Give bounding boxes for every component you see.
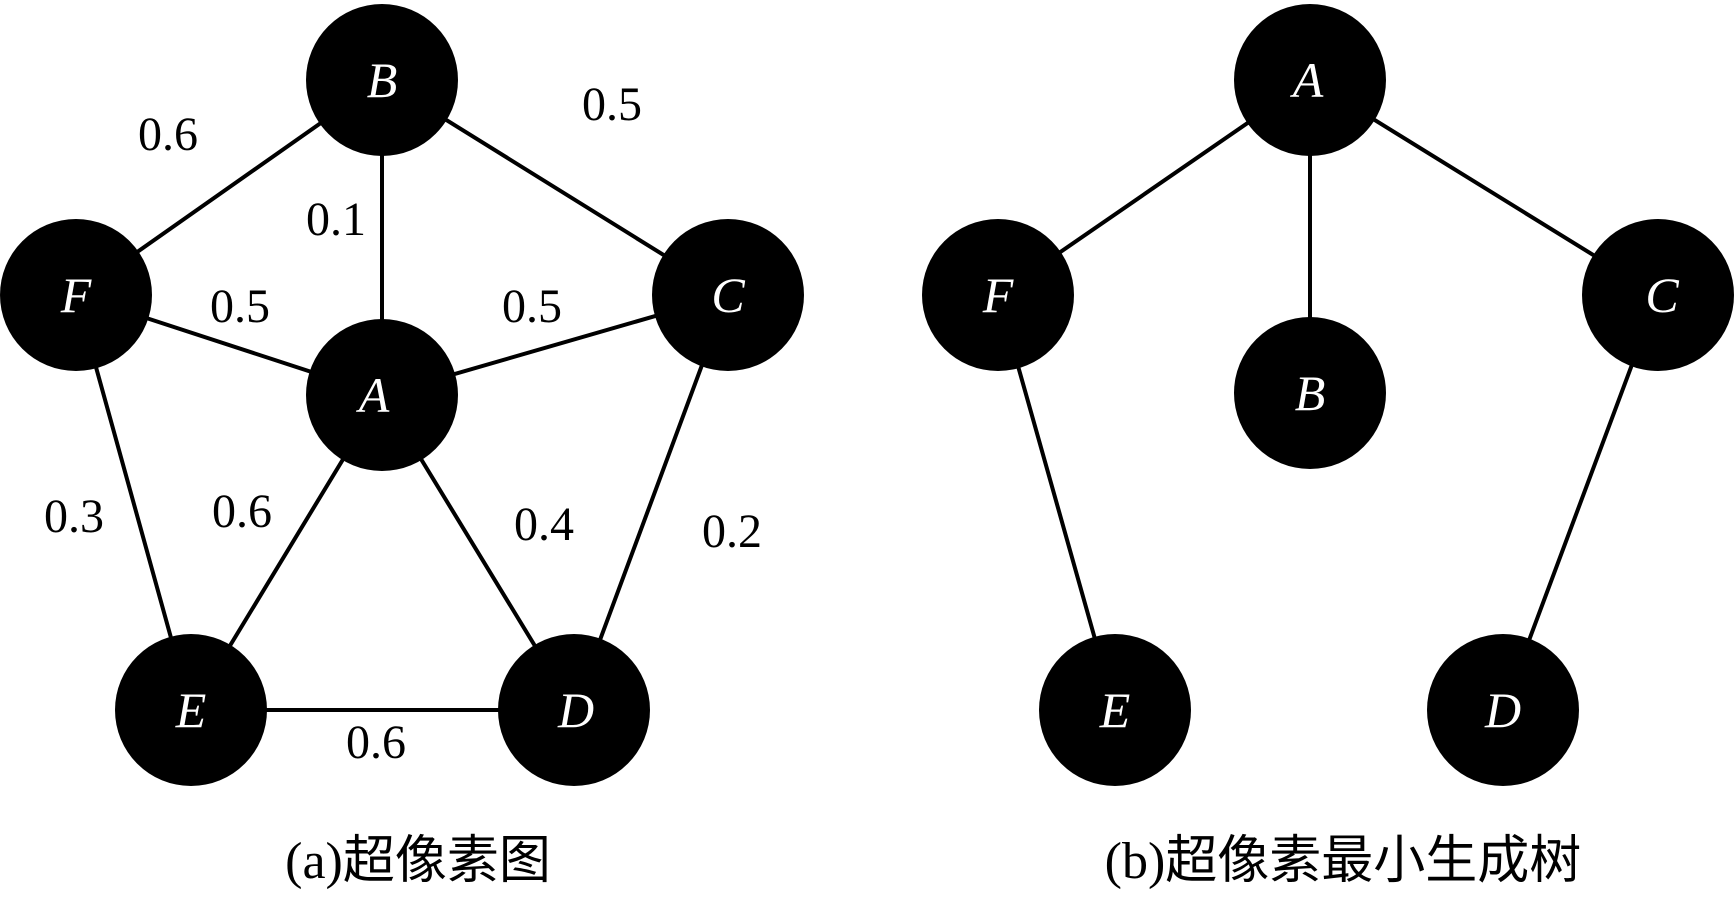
panel-a: 0.6 0.5 0.1 0.5 0.5 0.3 0.6 0.4 0.2 0.6 … bbox=[0, 4, 804, 890]
node-label: F bbox=[60, 267, 92, 323]
node-label: D bbox=[1484, 682, 1521, 738]
weight-a-d: 0.4 bbox=[514, 498, 574, 551]
node-label: A bbox=[1290, 52, 1324, 108]
node-a-e: E bbox=[115, 634, 267, 786]
caption-a: (a)超像素图 bbox=[285, 833, 551, 890]
node-label: B bbox=[367, 52, 398, 108]
node-a-f: F bbox=[0, 219, 152, 371]
weight-b-a: 0.1 bbox=[306, 193, 366, 246]
weight-b-f: 0.6 bbox=[138, 108, 198, 161]
weight-a-c: 0.5 bbox=[502, 280, 562, 333]
panel-b: A F B C E D (b)超像素最小生成树 bbox=[922, 4, 1734, 890]
weight-c-d: 0.2 bbox=[702, 505, 762, 558]
node-a-c: C bbox=[652, 219, 804, 371]
weight-b-c: 0.5 bbox=[582, 78, 642, 131]
weight-f-a: 0.5 bbox=[210, 280, 270, 333]
node-label: E bbox=[1099, 682, 1131, 738]
node-label: F bbox=[982, 267, 1014, 323]
weight-a-e: 0.6 bbox=[212, 485, 272, 538]
node-b-e: E bbox=[1039, 634, 1191, 786]
node-b-f: F bbox=[922, 219, 1074, 371]
node-label: B bbox=[1295, 365, 1326, 421]
node-a-a: A bbox=[306, 319, 458, 471]
node-a-d: D bbox=[498, 634, 650, 786]
node-label: C bbox=[1645, 267, 1679, 323]
weight-f-e: 0.3 bbox=[44, 490, 104, 543]
node-label: D bbox=[557, 682, 594, 738]
node-b-a: A bbox=[1234, 4, 1386, 156]
node-label: E bbox=[175, 682, 207, 738]
node-label: C bbox=[711, 267, 745, 323]
node-b-b: B bbox=[1234, 317, 1386, 469]
caption-b: (b)超像素最小生成树 bbox=[1105, 833, 1582, 890]
node-label: A bbox=[356, 367, 390, 423]
node-a-b: B bbox=[306, 4, 458, 156]
weight-e-d: 0.6 bbox=[346, 716, 406, 769]
node-b-c: C bbox=[1582, 219, 1734, 371]
node-b-d: D bbox=[1427, 634, 1579, 786]
